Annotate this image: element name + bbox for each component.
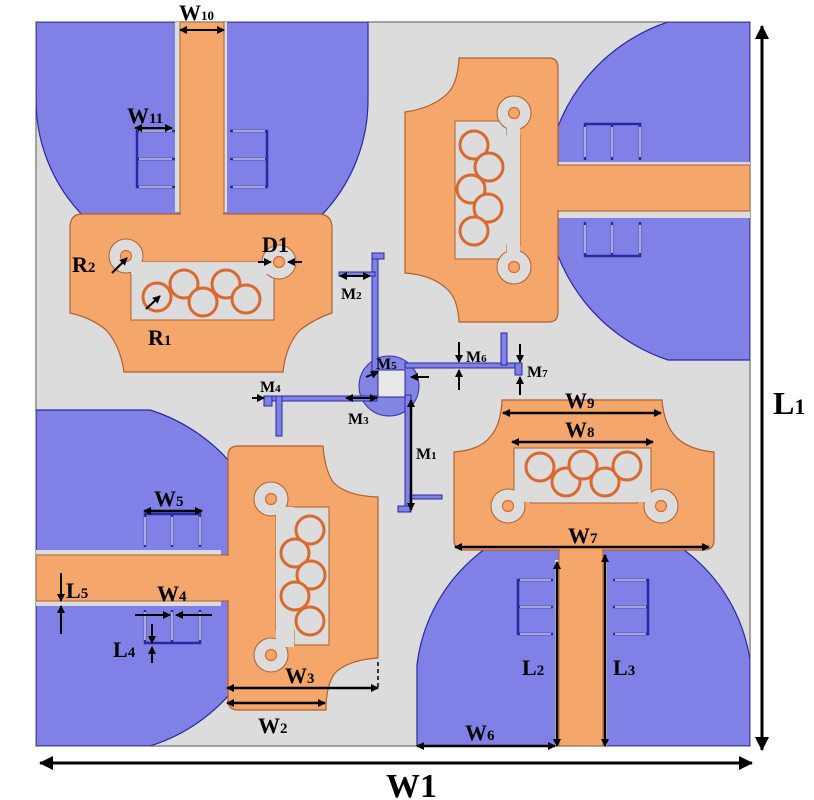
label-w10: W10 [179, 0, 214, 25]
label-l1: L1 [773, 385, 805, 421]
patch-top-left [69, 22, 333, 373]
label-l5: L5 [66, 578, 88, 603]
label-w9: W9 [565, 388, 595, 413]
label-m2: M2 [341, 286, 362, 303]
label-m1: M1 [416, 446, 437, 463]
label-w3: W3 [285, 663, 315, 688]
label-w1: W1 [386, 768, 437, 800]
patch-top-right [404, 57, 750, 323]
label-l2: L2 [522, 655, 544, 680]
label-m5: M5 [376, 356, 397, 373]
label-w4: W4 [157, 581, 187, 606]
label-w5: W5 [154, 486, 184, 511]
label-m7: M7 [527, 364, 548, 381]
patch-bottom-right [453, 399, 715, 746]
label-l3: L3 [613, 655, 635, 680]
dimension-arrows [39, 25, 769, 770]
label-r2: R2 [72, 252, 95, 277]
label-w7: W7 [568, 523, 598, 548]
label-l4: L4 [113, 637, 136, 662]
label-m4: M4 [260, 379, 281, 396]
patch-bottom-left [36, 445, 379, 711]
label-w6: W6 [465, 720, 495, 745]
label-w2: W2 [258, 713, 288, 738]
label-w8: W8 [565, 417, 595, 442]
label-m6: M6 [466, 349, 487, 366]
label-r1: R1 [148, 325, 171, 350]
label-d1: D1 [262, 232, 289, 257]
label-m3: M3 [348, 411, 369, 428]
label-w11: W11 [127, 103, 163, 128]
